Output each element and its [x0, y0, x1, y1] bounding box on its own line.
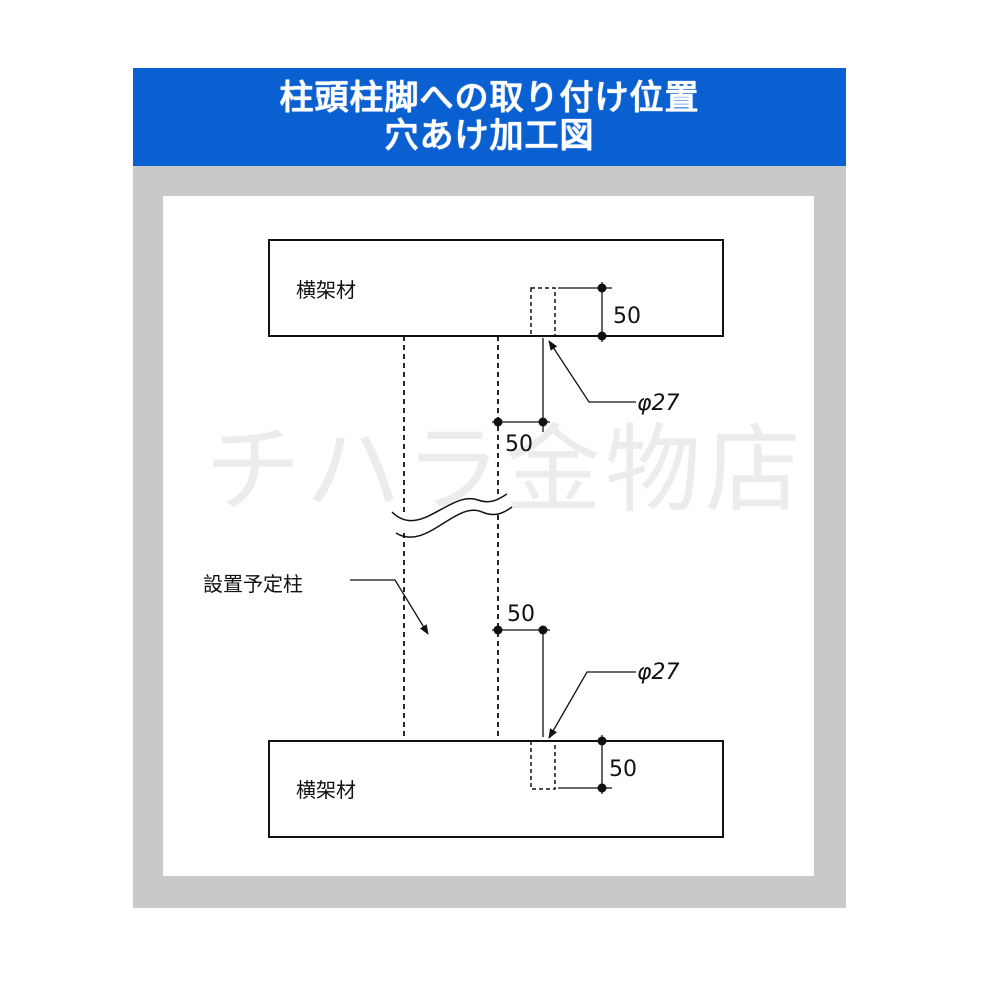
- bottom-offset-dimension: [492, 625, 550, 737]
- bottom-beam: [268, 740, 724, 838]
- top-beam: [268, 239, 724, 337]
- top-offset-dimension: [492, 338, 550, 432]
- bottom-diameter-label: φ27: [637, 660, 680, 685]
- top-depth-value: 50: [613, 304, 641, 329]
- break-line: [391, 493, 513, 538]
- title-banner: 柱頭柱脚への取り付け位置 穴あけ加工図: [133, 68, 846, 166]
- bottom-depth-value: 50: [609, 757, 637, 782]
- title-line-2: 穴あけ加工図: [384, 116, 595, 156]
- bottom-beam-label: 横架材: [296, 778, 356, 802]
- top-diameter-label: φ27: [637, 391, 680, 416]
- watermark: チハラ金物店: [205, 414, 805, 526]
- top-offset-value: 50: [505, 432, 533, 457]
- top-hole: [530, 287, 556, 337]
- top-diameter-leader: [548, 340, 636, 403]
- bottom-diameter-leader: [548, 671, 636, 739]
- column-label: 設置予定柱: [203, 572, 303, 596]
- column-label-leader: [350, 579, 429, 635]
- top-depth-dimension: [558, 282, 612, 342]
- top-beam-label: 横架材: [296, 278, 356, 302]
- title-line-1: 柱頭柱脚への取り付け位置: [279, 78, 700, 118]
- bottom-offset-value: 50: [507, 602, 535, 627]
- bottom-depth-dimension: [558, 735, 612, 794]
- bottom-hole: [530, 740, 556, 790]
